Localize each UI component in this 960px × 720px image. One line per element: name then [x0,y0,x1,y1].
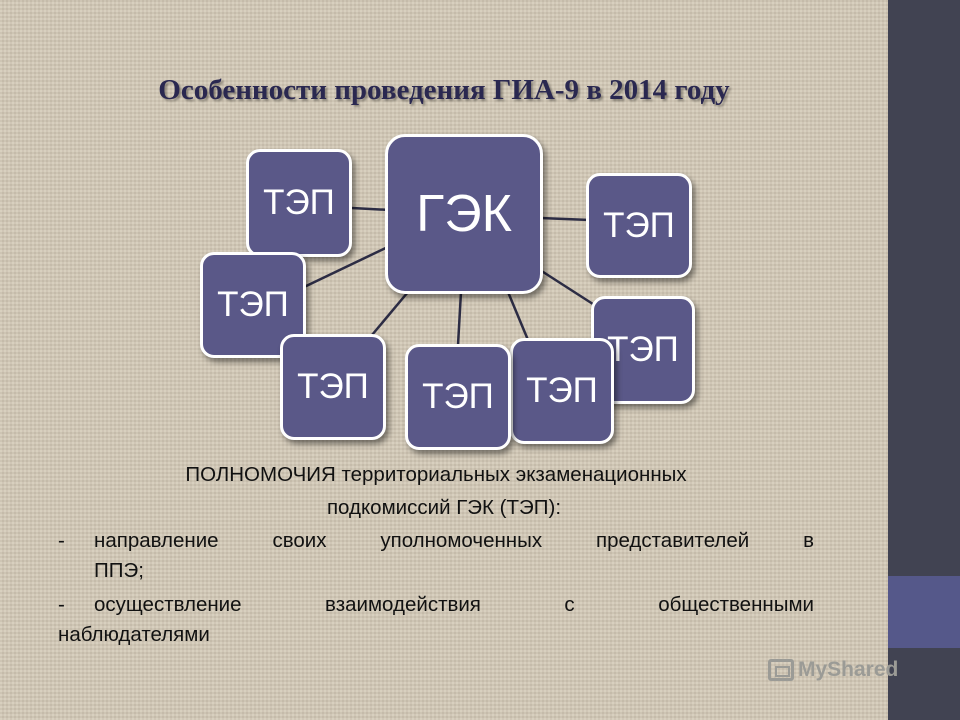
connector-line [301,242,395,290]
tep-box: ТЭП [280,334,386,440]
bullet-text-line1: осуществление взаимодействия с обществен… [94,593,814,616]
bullet-text-line2: наблюдателями [58,623,210,646]
connector-lines [301,206,597,346]
tep-box: ТЭП [510,338,614,444]
bullet-dash: - [58,529,65,552]
connector-line [371,291,409,336]
tep-box: ТЭП [246,149,352,257]
powers-heading-line1: ПОЛНОМОЧИЯ территориальных экзаменационн… [185,463,687,486]
tep-box: ТЭП [200,252,306,358]
connector-line [506,291,530,341]
bullet-text-line2: ППЭ; [94,559,144,582]
tep-box: ТЭП [405,344,511,450]
powers-heading-line2: подкомиссий ГЭК (ТЭП): [326,496,562,519]
presentation-icon [768,659,794,681]
connector-line [351,206,391,212]
gek-box: ГЭК [385,134,543,294]
side-bar-accent [888,576,960,648]
connector-line [539,216,591,222]
connector-line [539,268,597,308]
connector-line [456,291,463,346]
tep-box: ТЭП [586,173,692,278]
bullet-text-line1: направление своих уполномоченных предста… [94,529,814,552]
slide-title: Особенности проведения ГИА-9 в 2014 году [158,74,730,106]
watermark: MyShared [768,658,898,682]
watermark-text: MyShared [798,658,899,681]
bullet-dash: - [58,593,65,616]
